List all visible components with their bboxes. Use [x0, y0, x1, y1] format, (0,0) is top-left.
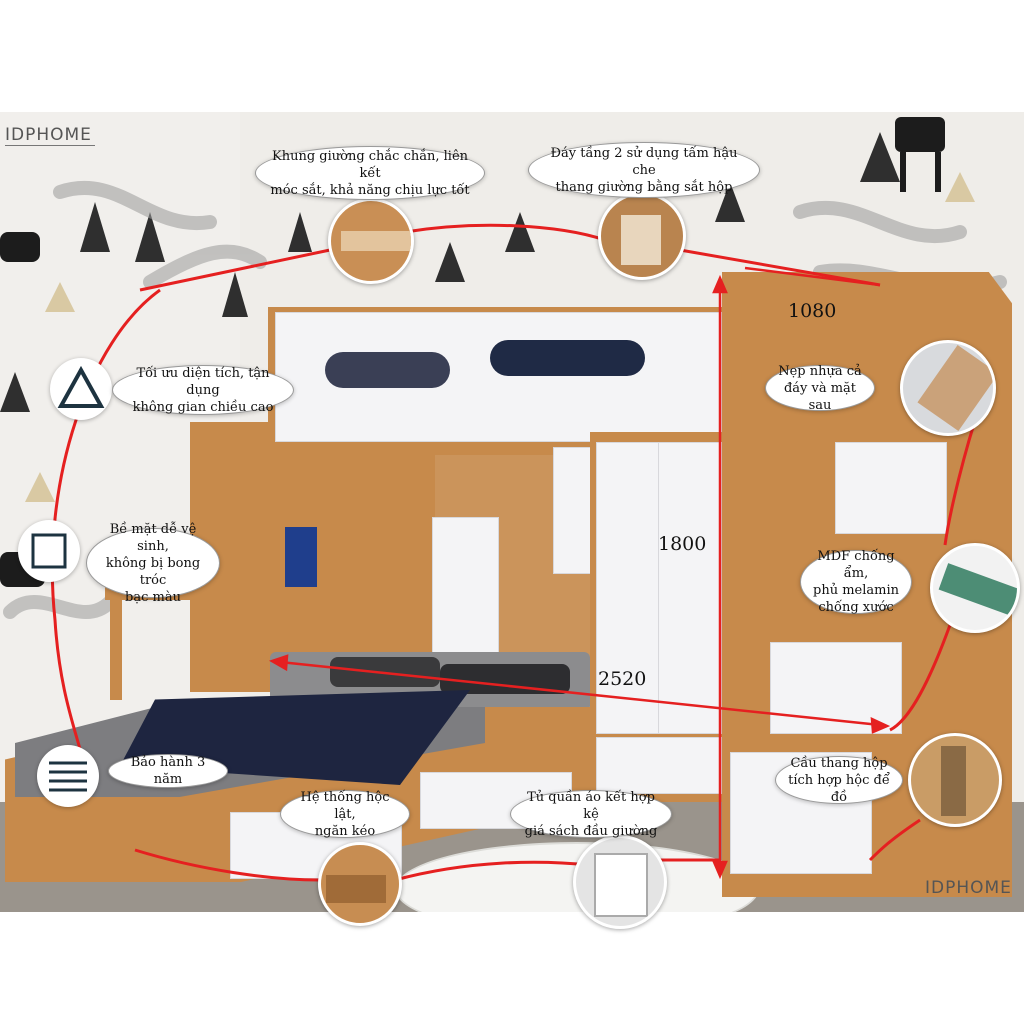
callout-wardrobe-line1: Tủ quần áo kết hợp kệ: [527, 789, 655, 822]
callout-stairs-line1: Cầu thang hộp: [790, 755, 888, 771]
logo-underline: [5, 145, 95, 146]
callout-mdf: MDF chống ẩm, phủ melamin chống xước: [800, 549, 912, 615]
stair-drawer-2: [770, 642, 902, 734]
callout-frame-line2: móc sắt, khả năng chịu lực tốt: [270, 182, 470, 198]
dimension-height: 1800: [658, 533, 707, 555]
callout-warranty: Bảo hành 3 năm: [108, 754, 228, 788]
callout-floor2-line2: thang giường bằng sắt hộp: [555, 179, 733, 195]
callout-stairs-line2: tích hợp hộc để đồ: [788, 772, 890, 805]
square-icon: [18, 520, 80, 582]
upper-bunk-window-right: [490, 340, 645, 376]
callout-drawer: Hệ thống hộc lật,ngăn kéo: [280, 789, 410, 839]
stair-drawer-1: [835, 442, 947, 534]
callout-surface-line1: Bề mặt dễ vệ sinh,: [109, 521, 197, 554]
detail-drawer-photo: [318, 842, 402, 926]
callout-surface-line3: bạc màu: [125, 589, 181, 605]
callout-mdf-line2: phủ melamin: [813, 583, 899, 598]
binder: [285, 527, 317, 587]
detail-mdf-photo: [930, 543, 1020, 633]
detail-frame-photo: [328, 198, 414, 284]
wardrobe-drawer: [596, 737, 722, 794]
brand-logo-top: IDPHOME: [5, 125, 92, 145]
detail-wardrobe-photo: [573, 835, 667, 929]
bookshelf-door: [432, 517, 499, 669]
callout-edge-line2: đáy và mặt sau: [783, 380, 857, 413]
callout-mdf-line1: MDF chống ẩm,: [817, 549, 895, 581]
callout-edge-line1: Nẹp nhựa cả: [778, 363, 862, 379]
dimension-depth: 1080: [788, 300, 837, 322]
triangle-icon: [50, 358, 112, 420]
callout-space-line1: Tối ưu diện tích, tận dụng: [136, 365, 270, 398]
lines-icon: [37, 745, 99, 807]
detail-edge-photo: [900, 340, 996, 436]
callout-warranty-line1: Bảo hành 3 năm: [130, 755, 206, 787]
brand-logo-bottom: IDPHOME: [925, 878, 1012, 898]
desk-leg: [110, 600, 122, 700]
bookshelf-door-upper: [553, 447, 595, 574]
wardrobe-door-right: [658, 442, 722, 734]
detail-floor-photo: [598, 192, 686, 280]
callout-space-line2: không gian chiều cao: [132, 399, 274, 415]
callout-drawer-line1: Hệ thống hộc lật,: [300, 789, 390, 822]
callout-surface-line2: không bị bong tróc: [105, 555, 201, 588]
callout-frame-line1: Khung giường chắc chắn, liên kết: [271, 148, 469, 181]
dimension-width: 2520: [598, 668, 647, 690]
callout-drawer-line2: ngăn kéo: [314, 823, 376, 839]
callout-wardrobe-line2: giá sách đầu giường: [524, 823, 658, 839]
callout-mdf-line3: chống xước: [818, 600, 894, 615]
upper-bunk-window-left: [325, 352, 450, 388]
detail-stairs-photo: [908, 733, 1002, 827]
callout-floor2-line1: Đáy tầng 2 sử dụng tấm hậu che: [550, 145, 738, 178]
